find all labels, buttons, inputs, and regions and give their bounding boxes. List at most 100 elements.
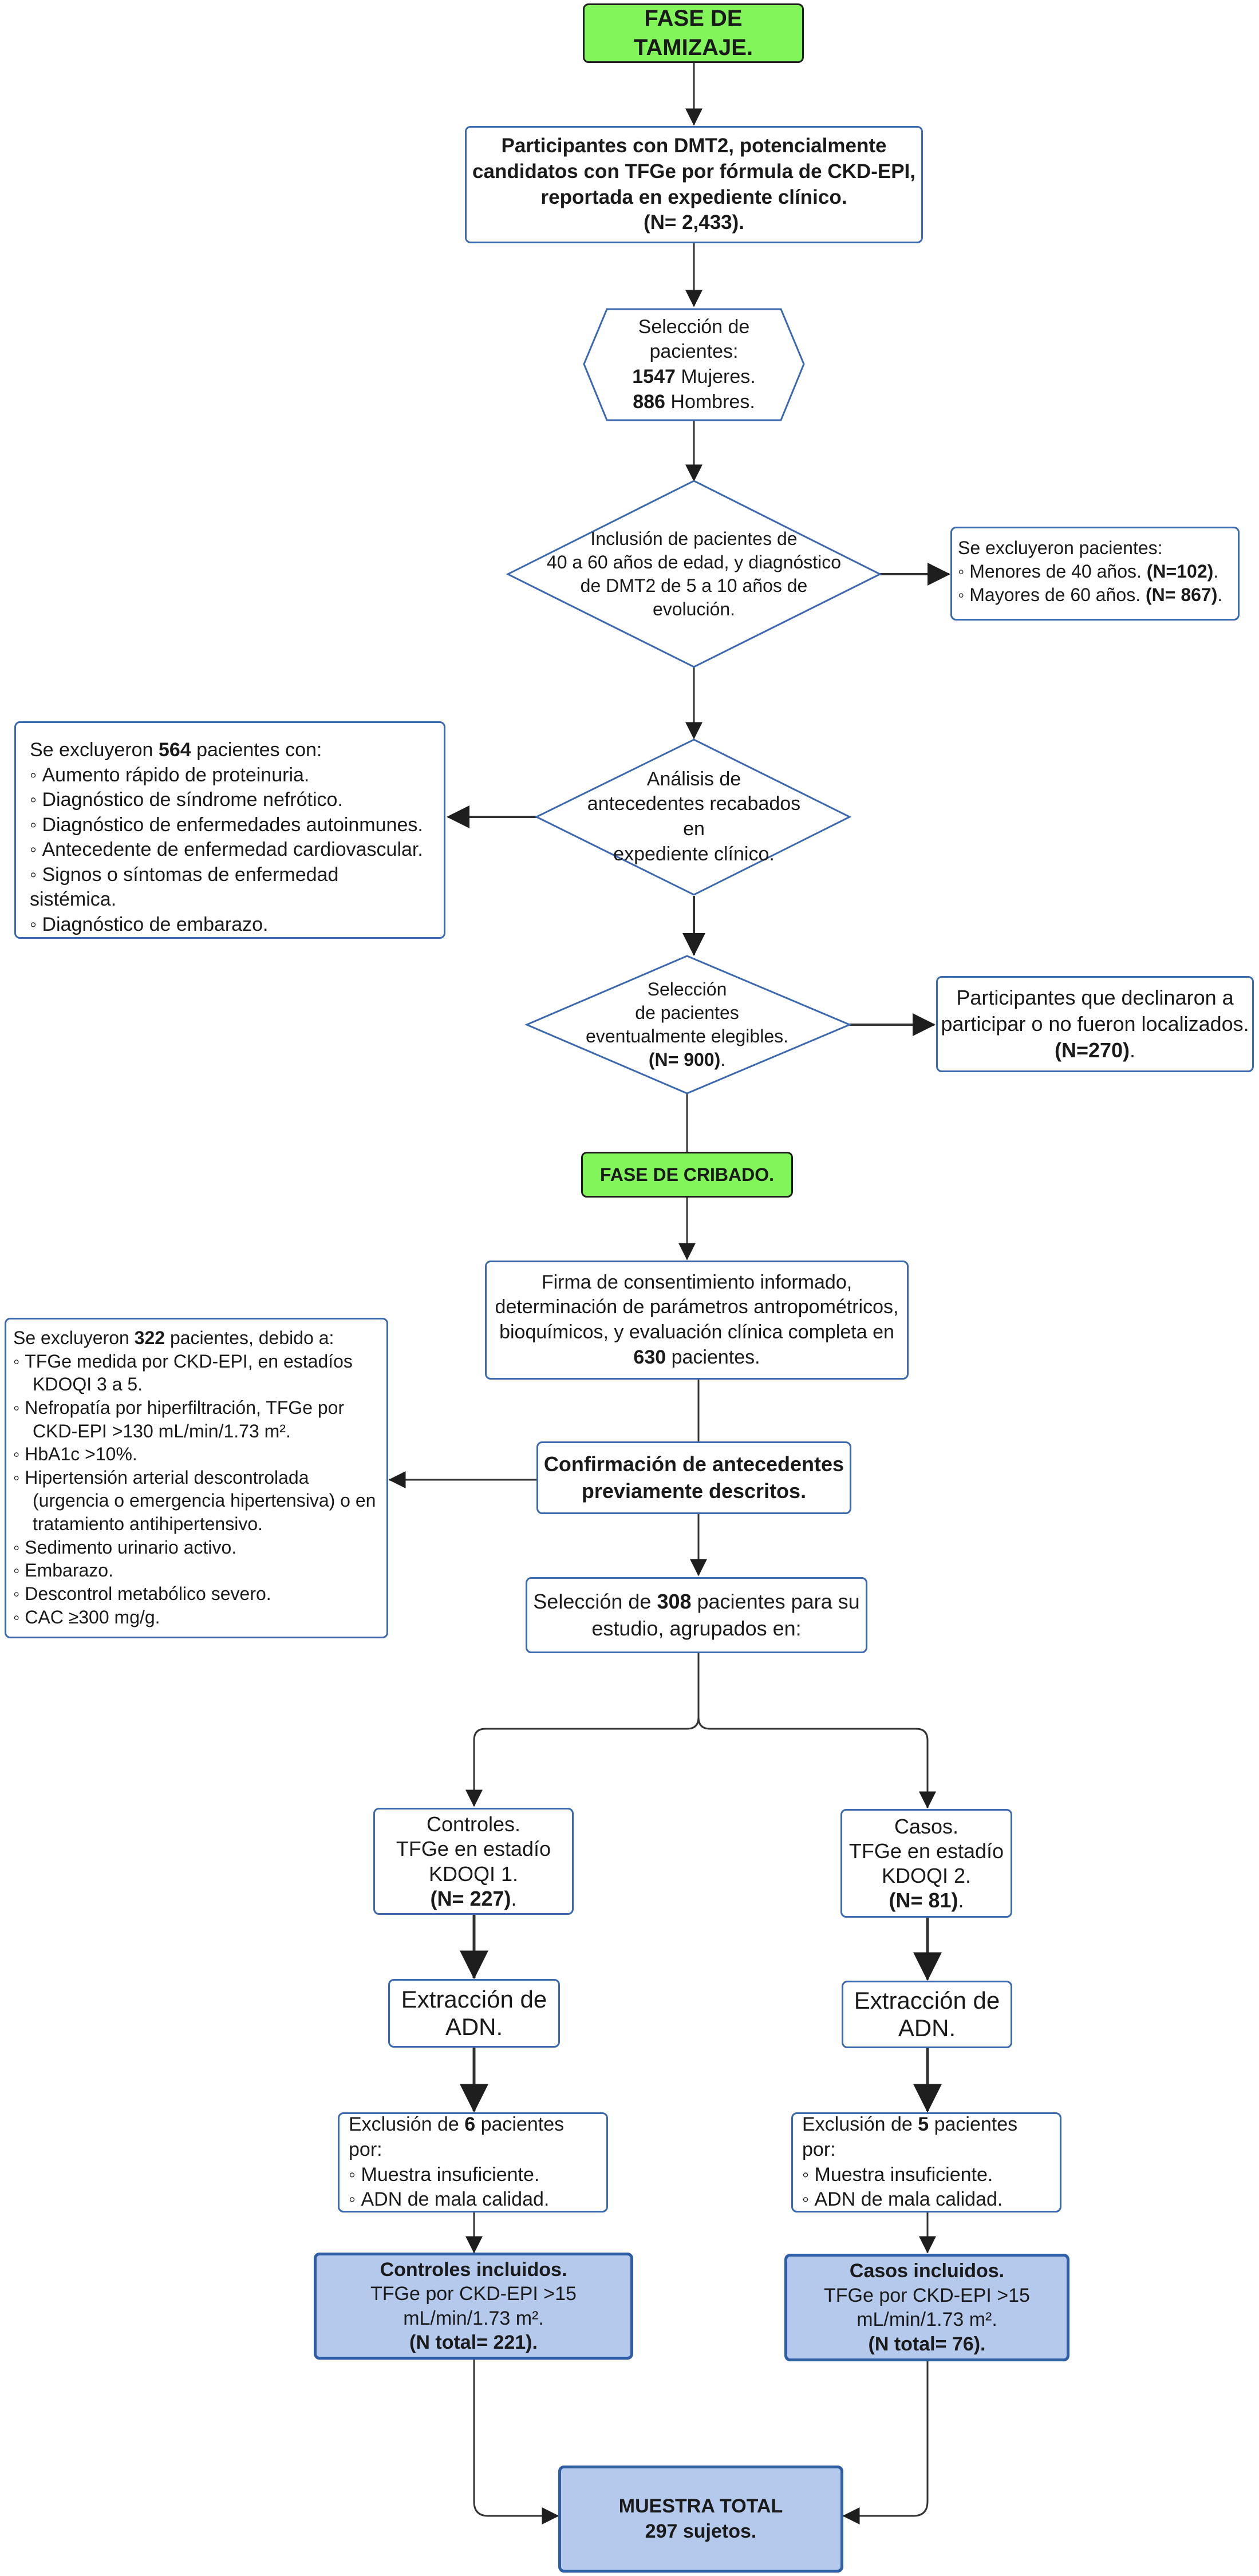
inclusion-line1: Inclusión de pacientes de — [590, 528, 798, 550]
casos-line2: TFGe en estadío — [848, 1839, 1004, 1863]
exclusion-564-item: Antecedente de enfermedad cardiovascular… — [30, 837, 423, 863]
fase-tamizaje-box: FASE DE TAMIZAJE. — [583, 3, 804, 63]
inclusion-line4: evolución. — [652, 598, 736, 619]
consentimiento-line4: 630 pacientes. — [633, 1346, 760, 1368]
exclusion-6-title: Exclusión de 6 pacientes por: — [349, 2113, 565, 2160]
exclusion-6-box: Exclusión de 6 pacientes por: Muestra in… — [338, 2112, 608, 2212]
seleccion-308-line2: estudio, agrupados en: — [591, 1616, 802, 1640]
exclusion-6-item: ADN de mala calidad. — [349, 2187, 550, 2212]
declinaron-n: (N=270). — [1054, 1038, 1136, 1062]
exclusion-322-box: Se excluyeron 322 pacientes, debido a: T… — [5, 1318, 388, 1638]
controles-incluidos-n: (N total= 221). — [409, 2332, 538, 2353]
connector-casosincl-total — [842, 2361, 929, 2524]
controles-line1: Controles. — [426, 1812, 521, 1836]
participantes-box: Participantes con DMT2, potencialmente c… — [465, 126, 923, 243]
analisis-line3: expediente clínico. — [613, 843, 775, 865]
extraccion-adn-casos-box: Extracción de ADN. — [842, 1981, 1012, 2048]
participantes-line4: (N= 2,433). — [643, 211, 745, 234]
participantes-line3: reportada en expediente clínico. — [540, 185, 847, 208]
exclusion-5-box: Exclusión de 5 pacientes por: Muestra in… — [791, 2112, 1061, 2212]
seleccion-308-line1: Selección de 308 pacientes para su — [533, 1590, 860, 1614]
exclusion-564-box: Se excluyeron 564 pacientes con: Aumento… — [14, 721, 445, 939]
inclusion-line3: de DMT2 de 5 a 10 años de — [580, 575, 808, 596]
exclusion-edad-title: Se excluyeron pacientes: — [958, 538, 1163, 558]
confirmacion-line2: previamente descritos. — [581, 1479, 807, 1503]
controles-box: Controles. TFGe en estadío KDOQI 1. (N= … — [373, 1808, 574, 1915]
controles-n: (N= 227). — [430, 1886, 517, 1910]
consentimiento-line1: Firma de consentimiento informado, — [541, 1271, 853, 1293]
controles-incluidos-line2: TFGe por CKD-EPI >15 — [370, 2283, 577, 2305]
declinaron-line2: participar o no fueron localizados. — [941, 1012, 1249, 1036]
consentimiento-box: Firma de consentimiento informado, deter… — [485, 1261, 909, 1380]
inclusion-diamond: Inclusión de pacientes de 40 a 60 años d… — [532, 515, 855, 633]
eventual-line1: Selección — [647, 979, 727, 1000]
seleccion-hombres: 886 Hombres. — [633, 390, 755, 413]
casos-incluidos-box: Casos incluidos. TFGe por CKD-EPI >15 mL… — [784, 2254, 1069, 2361]
declinaron-line1: Participantes que declinaron a — [956, 985, 1234, 1009]
controles-incluidos-line3: mL/min/1.73 m². — [403, 2307, 544, 2329]
seleccion-hexagon-shape — [583, 308, 805, 421]
exclusion-edad-item-menores: Menores de 40 años. (N=102). — [958, 560, 1218, 583]
eventual-line2: de pacientes — [635, 1002, 739, 1024]
exclusion-322-item: Sedimento urinario activo. — [13, 1536, 236, 1559]
seleccion-hexagon: Selección de pacientes: 1547 Mujeres. 88… — [595, 309, 792, 420]
analisis-line1: Análisis de — [646, 768, 741, 790]
exclusion-564-item: Diagnóstico de síndrome nefrótico. — [30, 788, 343, 813]
declinaron-box: Participantes que declinaron a participa… — [936, 976, 1254, 1072]
exclusion-564-item: Aumento rápido de proteinuria. — [30, 763, 310, 788]
exclusion-564-item: Diagnóstico de embarazo. — [30, 912, 269, 938]
adn-controles-line1: Extracción de — [401, 1985, 547, 2013]
exclusion-322-item: HbA1c >10%. — [13, 1443, 137, 1466]
exclusion-322-item: Hipertensión arterial descontrolada (urg… — [13, 1466, 380, 1536]
controles-line2: TFGe en estadío — [396, 1837, 551, 1861]
exclusion-564-title: Se excluyeron 564 pacientes con: — [30, 739, 322, 761]
fase-cribado-box: FASE DE CRIBADO. — [581, 1152, 793, 1198]
consentimiento-line2: determinación de parámetros antropométri… — [495, 1296, 899, 1318]
analisis-line2: antecedentes recabados en — [587, 793, 801, 840]
controles-line3: KDOQI 1. — [428, 1862, 519, 1886]
muestra-total-box: MUESTRA TOTAL 297 sujetos. — [558, 2466, 843, 2573]
casos-incluidos-title: Casos incluidos. — [849, 2260, 1005, 2282]
exclusion-edad-item-mayores: Mayores de 60 años. (N= 867). — [958, 583, 1222, 607]
inclusion-diamond-shape — [506, 480, 882, 668]
connector-controlesincl-total — [473, 2358, 559, 2524]
seleccion-308-box: Selección de 308 pacientes para su estud… — [526, 1577, 867, 1653]
exclusion-edad-box: Se excluyeron pacientes: Menores de 40 a… — [950, 527, 1240, 621]
exclusion-322-item: Embarazo. — [13, 1559, 113, 1582]
casos-incluidos-line3: mL/min/1.73 m². — [857, 2309, 997, 2330]
participantes-line2: candidatos con TFGe por fórmula de CKD-E… — [472, 160, 915, 183]
seleccion-line2: pacientes: — [649, 341, 739, 363]
eventual-diamond: Selección de pacientes eventualmente ele… — [567, 970, 807, 1079]
consentimiento-line3: bioquímicos, y evaluación clínica comple… — [499, 1321, 894, 1343]
connector-split-controles — [465, 1653, 700, 1807]
muestra-total-title: MUESTRA TOTAL — [618, 2495, 783, 2517]
exclusion-322-item: Descontrol metabólico severo. — [13, 1582, 271, 1606]
casos-line3: KDOQI 2. — [881, 1864, 972, 1887]
fase-tamizaje-label: FASE DE TAMIZAJE. — [633, 5, 753, 60]
eventual-line3: eventualmente elegibles. — [585, 1026, 788, 1046]
exclusion-322-item: TFGe medida por CKD-EPI, en estadíos KDO… — [13, 1350, 380, 1396]
confirmacion-line1: Confirmación de antecedentes — [543, 1452, 844, 1476]
analisis-diamond-shape — [534, 738, 852, 896]
eventual-n: (N= 900). — [648, 1049, 726, 1070]
adn-casos-line1: Extracción de — [854, 1986, 1000, 2014]
controles-incluidos-title: Controles incluidos. — [380, 2258, 567, 2281]
participantes-line1: Participantes con DMT2, potencialmente — [501, 134, 887, 157]
casos-box: Casos. TFGe en estadío KDOQI 2. (N= 81). — [840, 1809, 1012, 1918]
casos-line1: Casos. — [894, 1814, 959, 1838]
controles-incluidos-box: Controles incluidos. TFGe por CKD-EPI >1… — [314, 2253, 633, 2360]
analisis-diamond: Análisis de antecedentes recabados en ex… — [578, 767, 810, 867]
fase-cribado-label: FASE DE CRIBADO. — [599, 1164, 775, 1185]
adn-controles-line2: ADN. — [445, 2013, 503, 2040]
casos-incluidos-n: (N total= 76). — [868, 2333, 986, 2355]
inclusion-line2: 40 a 60 años de edad, y diagnóstico — [546, 552, 842, 573]
connector-split-casos — [697, 1717, 936, 1809]
extraccion-adn-controles-box: Extracción de ADN. — [388, 1979, 560, 2048]
exclusion-322-title: Se excluyeron 322 pacientes, debido a: — [13, 1327, 334, 1348]
exclusion-322-item: CAC ≥300 mg/g. — [13, 1606, 160, 1629]
exclusion-5-title: Exclusión de 5 pacientes por: — [802, 2113, 1018, 2160]
casos-n: (N= 81). — [889, 1888, 964, 1913]
exclusion-322-item: Nefropatía por hiperfiltración, TFGe por… — [13, 1396, 380, 1443]
exclusion-564-item: Signos o síntomas de enfermedad sistémic… — [30, 863, 430, 912]
